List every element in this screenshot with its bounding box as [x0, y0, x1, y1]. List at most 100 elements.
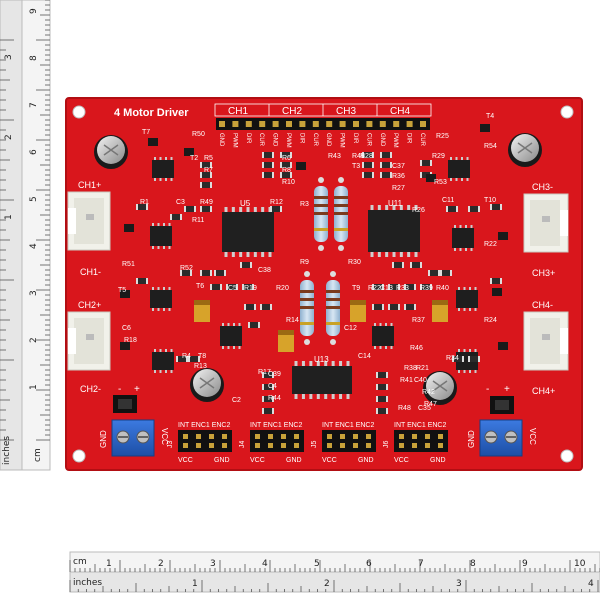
silk-ref-label: R53	[434, 179, 447, 186]
silk-ref-label: R22	[368, 285, 381, 292]
motor-connector-ch3: CH3- CH3+	[523, 182, 569, 278]
transistor	[426, 174, 436, 182]
svg-text:-: -	[118, 384, 121, 395]
header-pin-label: GND	[379, 133, 385, 147]
header-pin	[286, 121, 292, 127]
ruler-cm-tick: 9	[29, 8, 39, 14]
header-pin	[353, 121, 359, 127]
silk-ref-label: T10	[484, 197, 496, 204]
header-pin	[379, 121, 386, 127]
motor-connector-ch4: CH4- CH4+	[523, 300, 569, 396]
ruler-cm-tick: 9	[522, 559, 528, 569]
encoder-header-gnd-label: GND	[430, 457, 446, 464]
ruler-inches-label-h: inches	[73, 578, 102, 588]
silk-ref-label: R19	[244, 285, 257, 292]
silk-ref-label: R3	[300, 201, 309, 208]
header-pin	[232, 121, 239, 127]
smd-component	[280, 152, 292, 158]
silk-ref-label: C39	[268, 371, 281, 378]
smd-component	[270, 206, 282, 212]
encoder-header-gnd-label: GND	[286, 457, 302, 464]
silk-ref-label: R18	[124, 337, 137, 344]
svg-text:+: +	[134, 384, 140, 395]
transistor	[148, 138, 158, 146]
svg-text:+: +	[504, 384, 510, 395]
smd-chip	[452, 228, 474, 248]
silk-ref-label: R36	[392, 173, 405, 180]
ic-u5: U5	[222, 199, 274, 257]
motor-connector-ch1: CH1+ CH1-	[67, 180, 111, 277]
resistor-pair-bottom	[300, 271, 340, 345]
transistor	[498, 232, 508, 240]
smd-component	[262, 396, 274, 402]
header-pin	[420, 121, 426, 127]
ruler-cm-tick: 6	[366, 559, 372, 569]
header-pin-label: PWM	[231, 133, 237, 148]
smd-component	[240, 262, 252, 268]
smd-component	[180, 270, 192, 276]
encoder-header-top-label: INT ENC1 ENC2	[178, 422, 230, 429]
smd-component	[200, 270, 212, 276]
smd-component	[404, 304, 416, 310]
silk-ref-label: R7	[204, 167, 213, 174]
silk-ref-label: R26	[412, 207, 425, 214]
ruler-inch-tick: 1	[4, 214, 14, 220]
smd-component	[262, 408, 274, 414]
ruler-cm-tick: 7	[418, 559, 424, 569]
silk-ref-label: R12	[270, 199, 283, 206]
header-pin-label: CUR	[365, 133, 371, 147]
header-channel-labels: CH1 CH2 CH3 CH4	[214, 103, 432, 117]
silk-ref-label: C14	[358, 353, 371, 360]
ruler-cm-tick: 1	[106, 559, 112, 569]
ruler-cm-tick: 8	[470, 559, 476, 569]
ruler-inch-tick: 2	[324, 579, 330, 589]
silk-ref-label: C5	[228, 285, 237, 292]
smd-component	[410, 262, 422, 268]
silk-ref-label: R1	[140, 199, 149, 206]
smd-component	[380, 152, 392, 158]
ch4-plus-label: CH4+	[532, 386, 555, 396]
smd-component	[242, 284, 254, 290]
smd-component	[420, 284, 432, 290]
smd-chip	[372, 326, 394, 346]
smd-component	[404, 284, 416, 290]
smd-component	[376, 408, 388, 414]
smd-component	[280, 172, 292, 178]
silk-ref-label: R8	[282, 167, 291, 174]
transistor	[492, 288, 502, 296]
silk-ref-label: C13	[380, 285, 393, 292]
header-ch4-label: CH4	[390, 106, 410, 117]
encoder-header-vcc-label: VCC	[250, 457, 265, 464]
silk-ref-label: C4	[268, 383, 277, 390]
header-pin	[393, 121, 400, 127]
silk-ref-label: R40	[436, 285, 449, 292]
smd-component	[440, 270, 452, 276]
silk-ref-label: R25	[436, 133, 449, 140]
ruler-cm-tick: 4	[262, 559, 268, 569]
silk-ref-label: R9	[300, 259, 309, 266]
smd-component	[210, 284, 222, 290]
svg-text:U13: U13	[314, 355, 329, 364]
power-terminal-right: GND VCC - +	[467, 384, 537, 457]
header-pin-label: CUR	[419, 133, 425, 147]
encoder-header-vcc-label: VCC	[394, 457, 409, 464]
silk-ref-label: R10	[282, 179, 295, 186]
header-pin-label: GND	[218, 133, 224, 147]
silk-ref-label: R47	[424, 401, 437, 408]
silk-ref-label: C38	[258, 267, 271, 274]
silk-ref-label: T3	[352, 163, 360, 170]
transistor	[184, 148, 194, 156]
smd-chip	[150, 226, 172, 246]
header-pin	[406, 121, 413, 127]
silk-ref-label: C11	[442, 197, 454, 204]
header-pin-label: DIR	[245, 133, 251, 144]
silk-ref-label: R11	[192, 217, 204, 224]
header-pin-label: CUR	[258, 133, 264, 147]
smd-component	[376, 384, 388, 390]
ruler-cm-tick: 6	[29, 149, 39, 155]
